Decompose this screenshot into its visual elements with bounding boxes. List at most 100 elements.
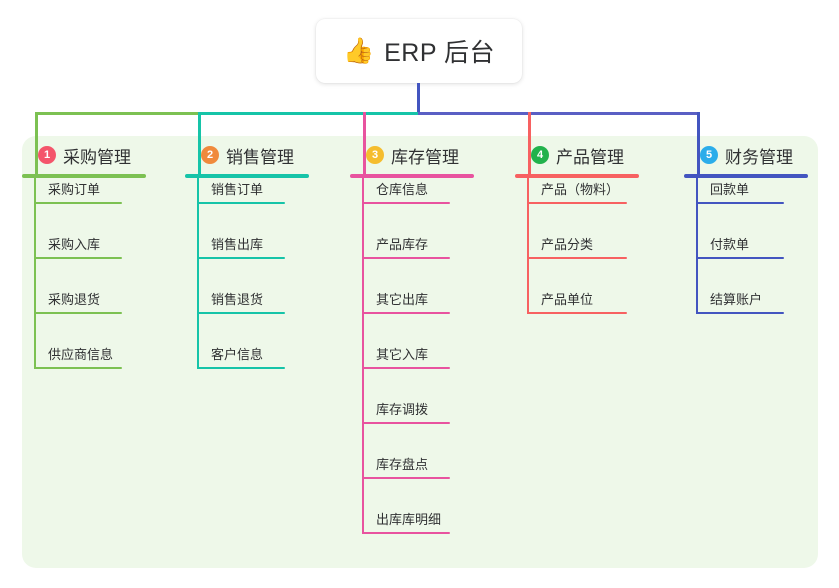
leaf-label: 产品单位	[541, 292, 594, 307]
column-spine-2	[197, 176, 199, 369]
branch-connector-4	[528, 112, 531, 176]
leaf-label: 库存调拨	[376, 402, 429, 417]
leaf-item[interactable]: 销售订单	[197, 174, 285, 204]
root-node[interactable]: 👍 ERP 后台	[316, 19, 522, 83]
leaf-item[interactable]: 销售出库	[197, 229, 285, 259]
column-badge-4: 4	[531, 146, 549, 164]
column-spine-3	[362, 176, 364, 534]
leaf-label: 产品（物料）	[541, 182, 620, 197]
leaf-label: 采购订单	[48, 182, 101, 197]
leaf-item[interactable]: 产品（物料）	[527, 174, 627, 204]
leaf-rule	[696, 312, 784, 314]
column-header-4[interactable]: 4 产品管理	[515, 142, 624, 168]
leaf-rule	[527, 202, 627, 204]
column-title-5: 财务管理	[725, 147, 793, 167]
leaf-rule	[34, 312, 122, 314]
column-header-rule-4	[515, 174, 639, 178]
leaf-label: 销售退货	[211, 292, 264, 307]
column-title-2: 销售管理	[226, 147, 294, 167]
column-header-rule-1	[22, 174, 146, 178]
leaf-rule	[34, 257, 122, 259]
leaf-label: 仓库信息	[376, 182, 429, 197]
column-header-3[interactable]: 3 库存管理	[350, 142, 459, 168]
leaf-label: 产品分类	[541, 237, 594, 252]
leaf-rule	[362, 312, 450, 314]
leaf-label: 销售订单	[211, 182, 264, 197]
leaf-label: 销售出库	[211, 237, 264, 252]
leaf-item[interactable]: 客户信息	[197, 339, 285, 369]
leaf-label: 采购入库	[48, 237, 101, 252]
column-badge-3: 3	[366, 146, 384, 164]
column-4: 4 产品管理产品（物料） 产品分类产品单位	[515, 142, 639, 314]
column-3: 3 库存管理仓库信息产品库存其它出库其它入库库存调拨库存盘点出库库明细	[350, 142, 474, 534]
branch-connector-1	[35, 112, 38, 176]
leaf-item[interactable]: 产品分类	[527, 229, 627, 259]
bar-segment-left	[35, 112, 198, 115]
leaf-rule	[527, 312, 627, 314]
leaf-item[interactable]: 供应商信息	[34, 339, 122, 369]
leaf-item[interactable]: 采购订单	[34, 174, 122, 204]
leaf-item[interactable]: 采购入库	[34, 229, 122, 259]
root-title: ERP 后台	[384, 39, 496, 67]
leaf-label: 出库库明细	[376, 512, 442, 527]
column-header-rule-3	[350, 174, 474, 178]
leaf-item[interactable]: 出库库明细	[362, 504, 450, 534]
leaf-label: 采购退货	[48, 292, 101, 307]
leaf-item[interactable]: 回款单	[696, 174, 784, 204]
leaf-item[interactable]: 其它入库	[362, 339, 450, 369]
leaf-rule	[197, 312, 285, 314]
leaf-rule	[362, 532, 450, 534]
leaf-rule	[362, 422, 450, 424]
leaf-label: 供应商信息	[48, 347, 114, 362]
leaf-rule	[696, 257, 784, 259]
leaf-item[interactable]: 库存调拨	[362, 394, 450, 424]
branch-connector-3	[363, 112, 366, 176]
leaf-label: 其它出库	[376, 292, 429, 307]
leaf-item[interactable]: 仓库信息	[362, 174, 450, 204]
leaf-item[interactable]: 库存盘点	[362, 449, 450, 479]
leaf-rule	[197, 202, 285, 204]
leaf-rule	[362, 367, 450, 369]
column-title-3: 库存管理	[391, 147, 459, 167]
column-header-rule-2	[185, 174, 309, 178]
leaf-item[interactable]: 产品单位	[527, 284, 627, 314]
bar-segment-right	[418, 112, 700, 115]
leaf-rule	[197, 367, 285, 369]
leaf-rule	[362, 202, 450, 204]
leaf-rule	[696, 202, 784, 204]
column-header-rule-5	[684, 174, 808, 178]
leaf-label: 客户信息	[211, 347, 264, 362]
leaf-rule	[527, 257, 627, 259]
leaf-item[interactable]: 产品库存	[362, 229, 450, 259]
column-spine-5	[696, 176, 698, 314]
column-header-2[interactable]: 2 销售管理	[185, 142, 294, 168]
leaf-item[interactable]: 其它出库	[362, 284, 450, 314]
leaf-item[interactable]: 采购退货	[34, 284, 122, 314]
leaf-rule	[362, 257, 450, 259]
leaf-label: 付款单	[710, 237, 750, 252]
diagram-panel	[22, 136, 818, 568]
leaf-label: 回款单	[710, 182, 750, 197]
trunk-connector	[417, 83, 420, 115]
leaf-item[interactable]: 销售退货	[197, 284, 285, 314]
leaf-rule	[362, 477, 450, 479]
leaf-label: 结算账户	[710, 292, 763, 307]
leaf-label: 其它入库	[376, 347, 429, 362]
leaf-label: 库存盘点	[376, 457, 429, 472]
branch-connector-5	[697, 112, 700, 176]
column-spine-4	[527, 176, 529, 314]
leaf-rule	[34, 202, 122, 204]
branch-connector-2	[198, 112, 201, 176]
column-badge-2: 2	[201, 146, 219, 164]
column-2: 2 销售管理销售订单销售出库销售退货客户信息	[185, 142, 309, 369]
column-badge-1: 1	[38, 146, 56, 164]
column-title-4: 产品管理	[556, 147, 624, 167]
leaf-item[interactable]: 付款单	[696, 229, 784, 259]
column-spine-1	[34, 176, 36, 369]
leaf-item[interactable]: 结算账户	[696, 284, 784, 314]
